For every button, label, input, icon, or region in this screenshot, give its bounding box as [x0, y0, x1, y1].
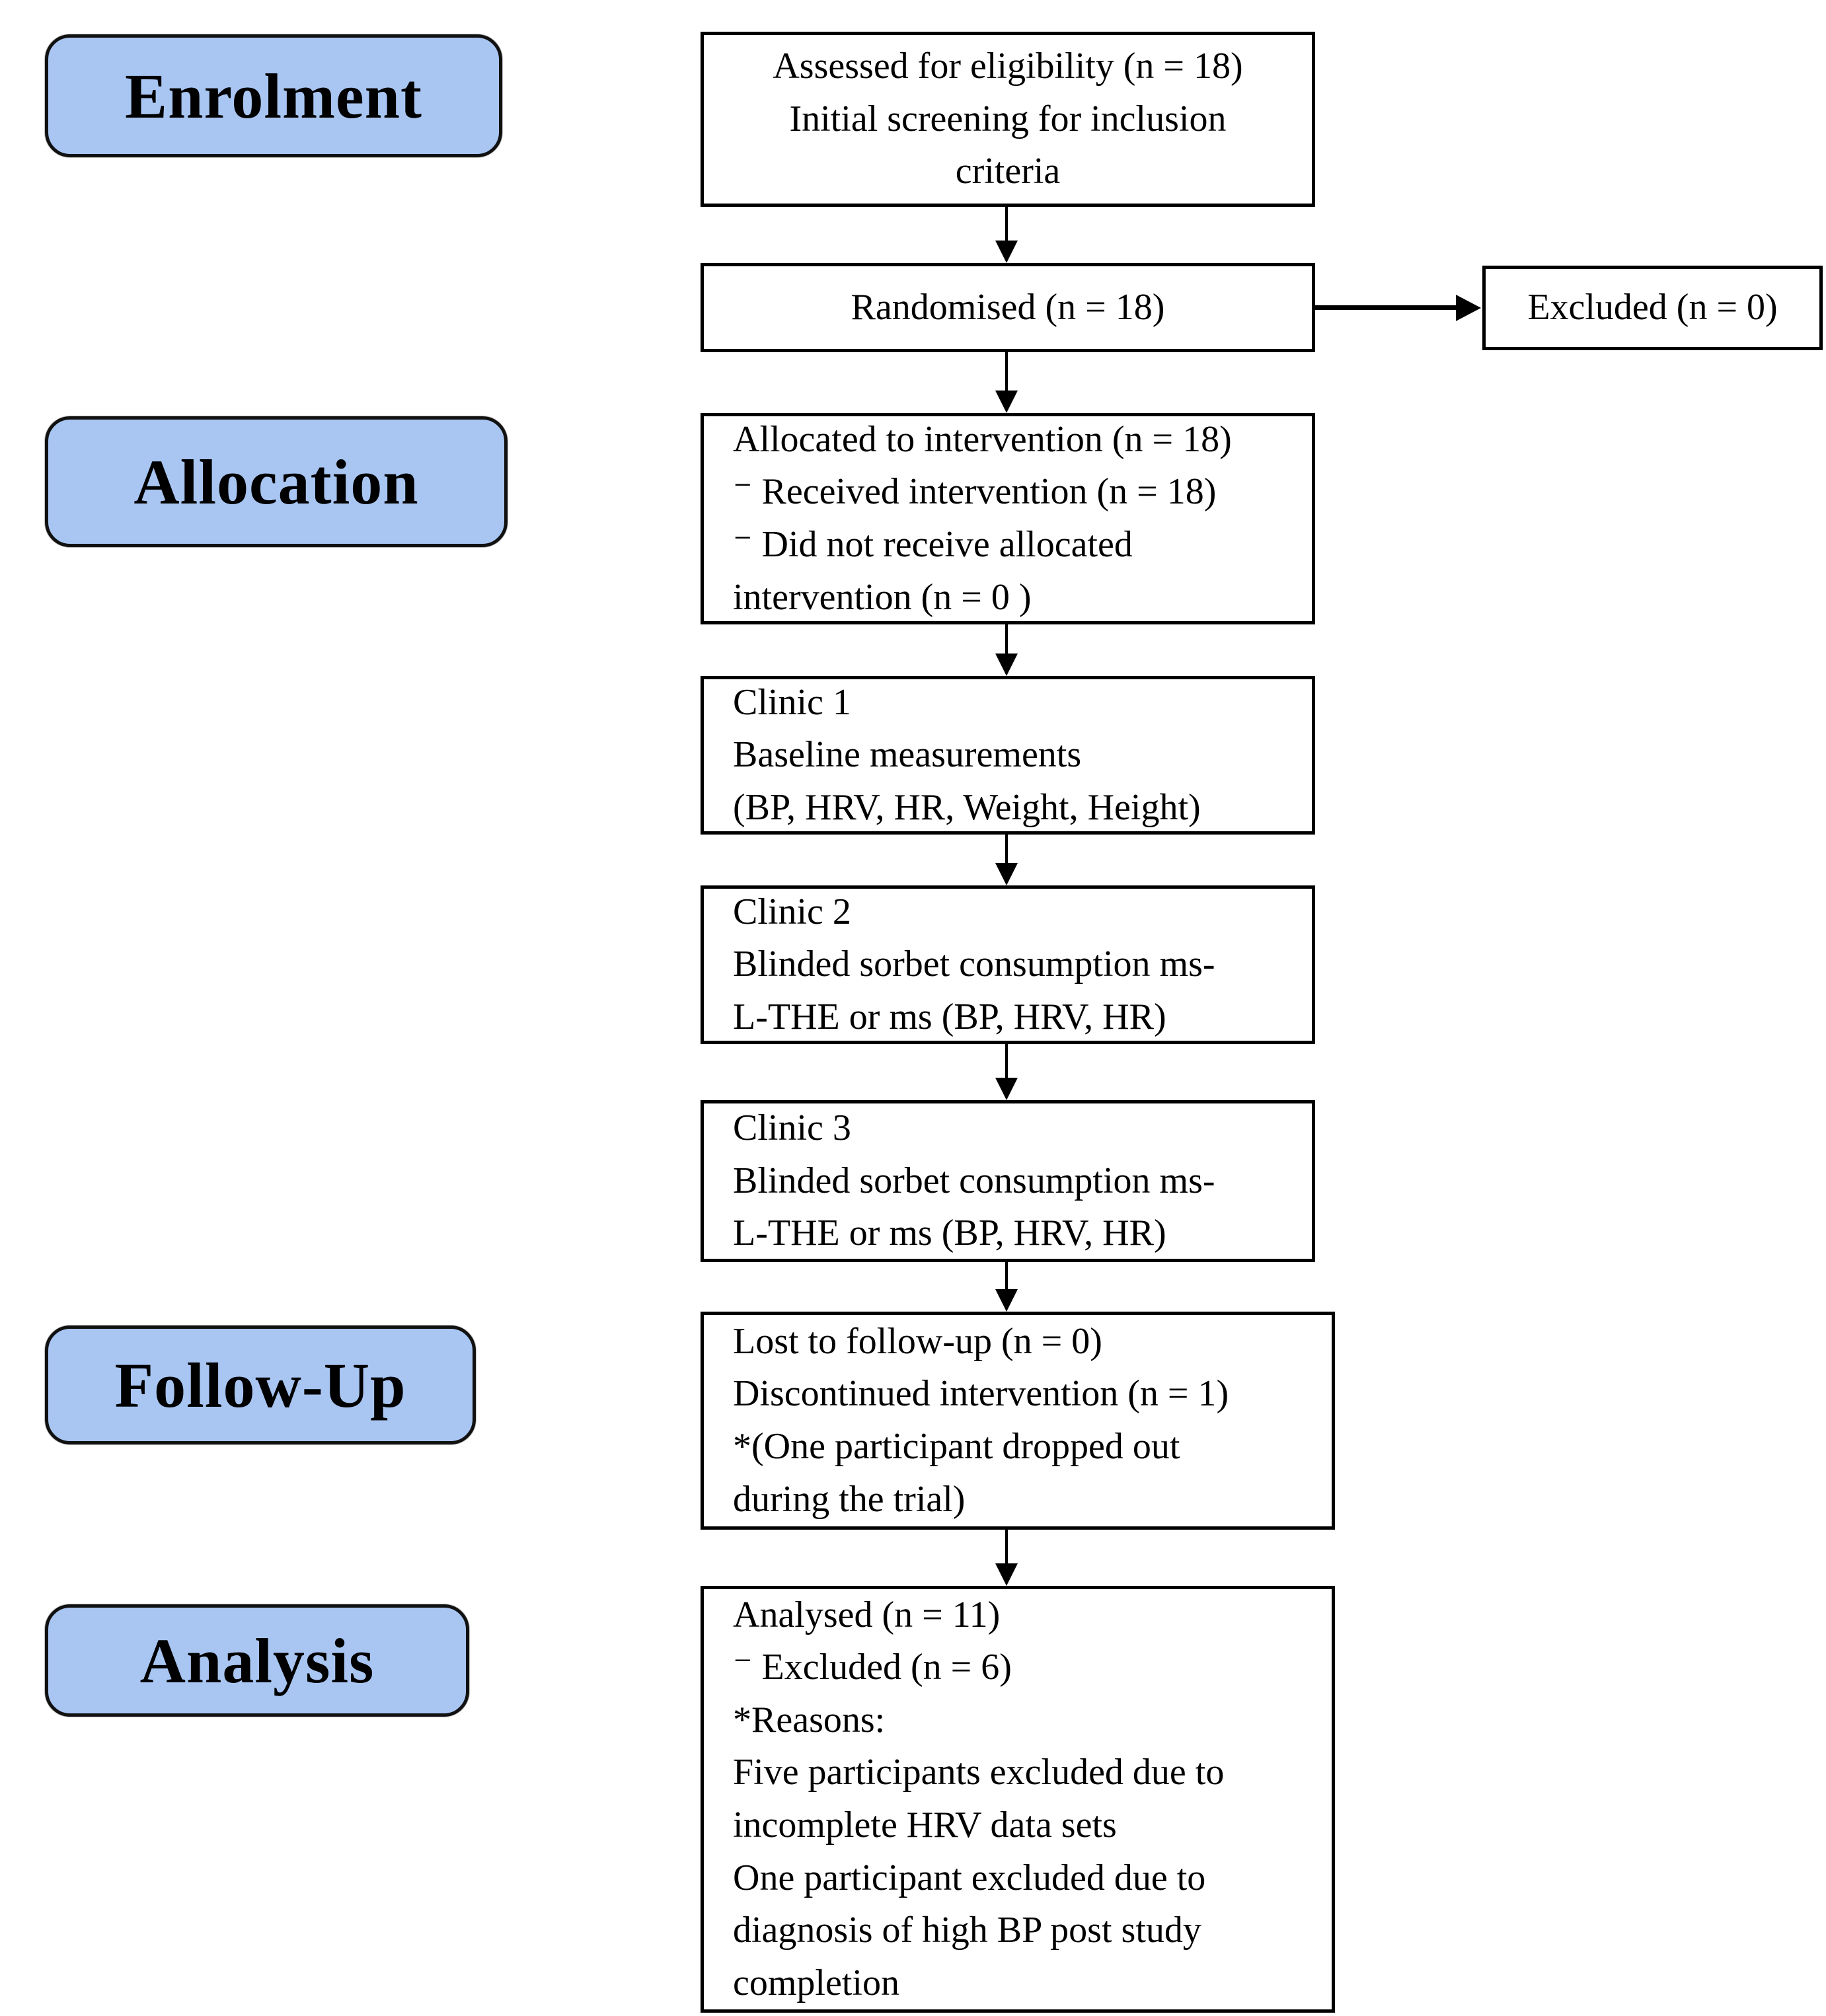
stage-enrolment-label: Enrolment — [125, 60, 422, 131]
analysis-text: Analysed (n = 11) ⁻ Excluded (n = 6) *Re… — [733, 1594, 1225, 2003]
stage-allocation: Allocation — [45, 416, 508, 547]
clinic-2-text: Clinic 2 Blinded sorbet consumption ms- … — [733, 891, 1215, 1037]
stage-follow-up-label: Follow-Up — [114, 1349, 406, 1421]
arrow-down-icon — [1005, 835, 1008, 863]
clinic-3-text: Clinic 3 Blinded sorbet consumption ms- … — [733, 1107, 1215, 1254]
clinic-1-text: Clinic 1 Baseline measurements (BP, HRV,… — [733, 681, 1201, 828]
excluded-text: Excluded (n = 0) — [1527, 287, 1778, 328]
clinic-1-box: Clinic 1 Baseline measurements (BP, HRV,… — [701, 676, 1315, 835]
arrow-down-icon — [1005, 624, 1008, 653]
arrow-right-icon — [1315, 305, 1456, 310]
stage-allocation-label: Allocation — [133, 446, 419, 517]
assessed-eligibility-box: Assessed for eligibility (n = 18) Initia… — [701, 32, 1315, 207]
stage-follow-up: Follow-Up — [45, 1325, 476, 1444]
arrow-down-icon — [1005, 1044, 1008, 1078]
arrow-down-icon — [1005, 207, 1008, 241]
allocated-text: Allocated to intervention (n = 18) ⁻ Rec… — [733, 418, 1232, 618]
randomised-text: Randomised (n = 18) — [851, 286, 1165, 328]
follow-up-text: Lost to follow-up (n = 0) Discontinued i… — [733, 1320, 1229, 1520]
assessed-eligibility-text: Assessed for eligibility (n = 18) Initia… — [773, 46, 1243, 192]
analysis-box: Analysed (n = 11) ⁻ Excluded (n = 6) *Re… — [701, 1586, 1335, 2013]
follow-up-box: Lost to follow-up (n = 0) Discontinued i… — [701, 1312, 1335, 1530]
stage-analysis: Analysis — [45, 1604, 469, 1717]
randomised-box: Randomised (n = 18) — [701, 263, 1315, 352]
clinic-2-box: Clinic 2 Blinded sorbet consumption ms- … — [701, 885, 1315, 1044]
allocated-box: Allocated to intervention (n = 18) ⁻ Rec… — [701, 413, 1315, 624]
clinic-3-box: Clinic 3 Blinded sorbet consumption ms- … — [701, 1100, 1315, 1262]
stage-enrolment: Enrolment — [45, 34, 502, 157]
stage-analysis-label: Analysis — [139, 1625, 375, 1696]
arrow-down-icon — [1005, 1262, 1008, 1289]
arrow-down-icon — [1005, 352, 1008, 391]
arrow-down-icon — [1005, 1530, 1008, 1563]
excluded-box: Excluded (n = 0) — [1482, 266, 1823, 350]
